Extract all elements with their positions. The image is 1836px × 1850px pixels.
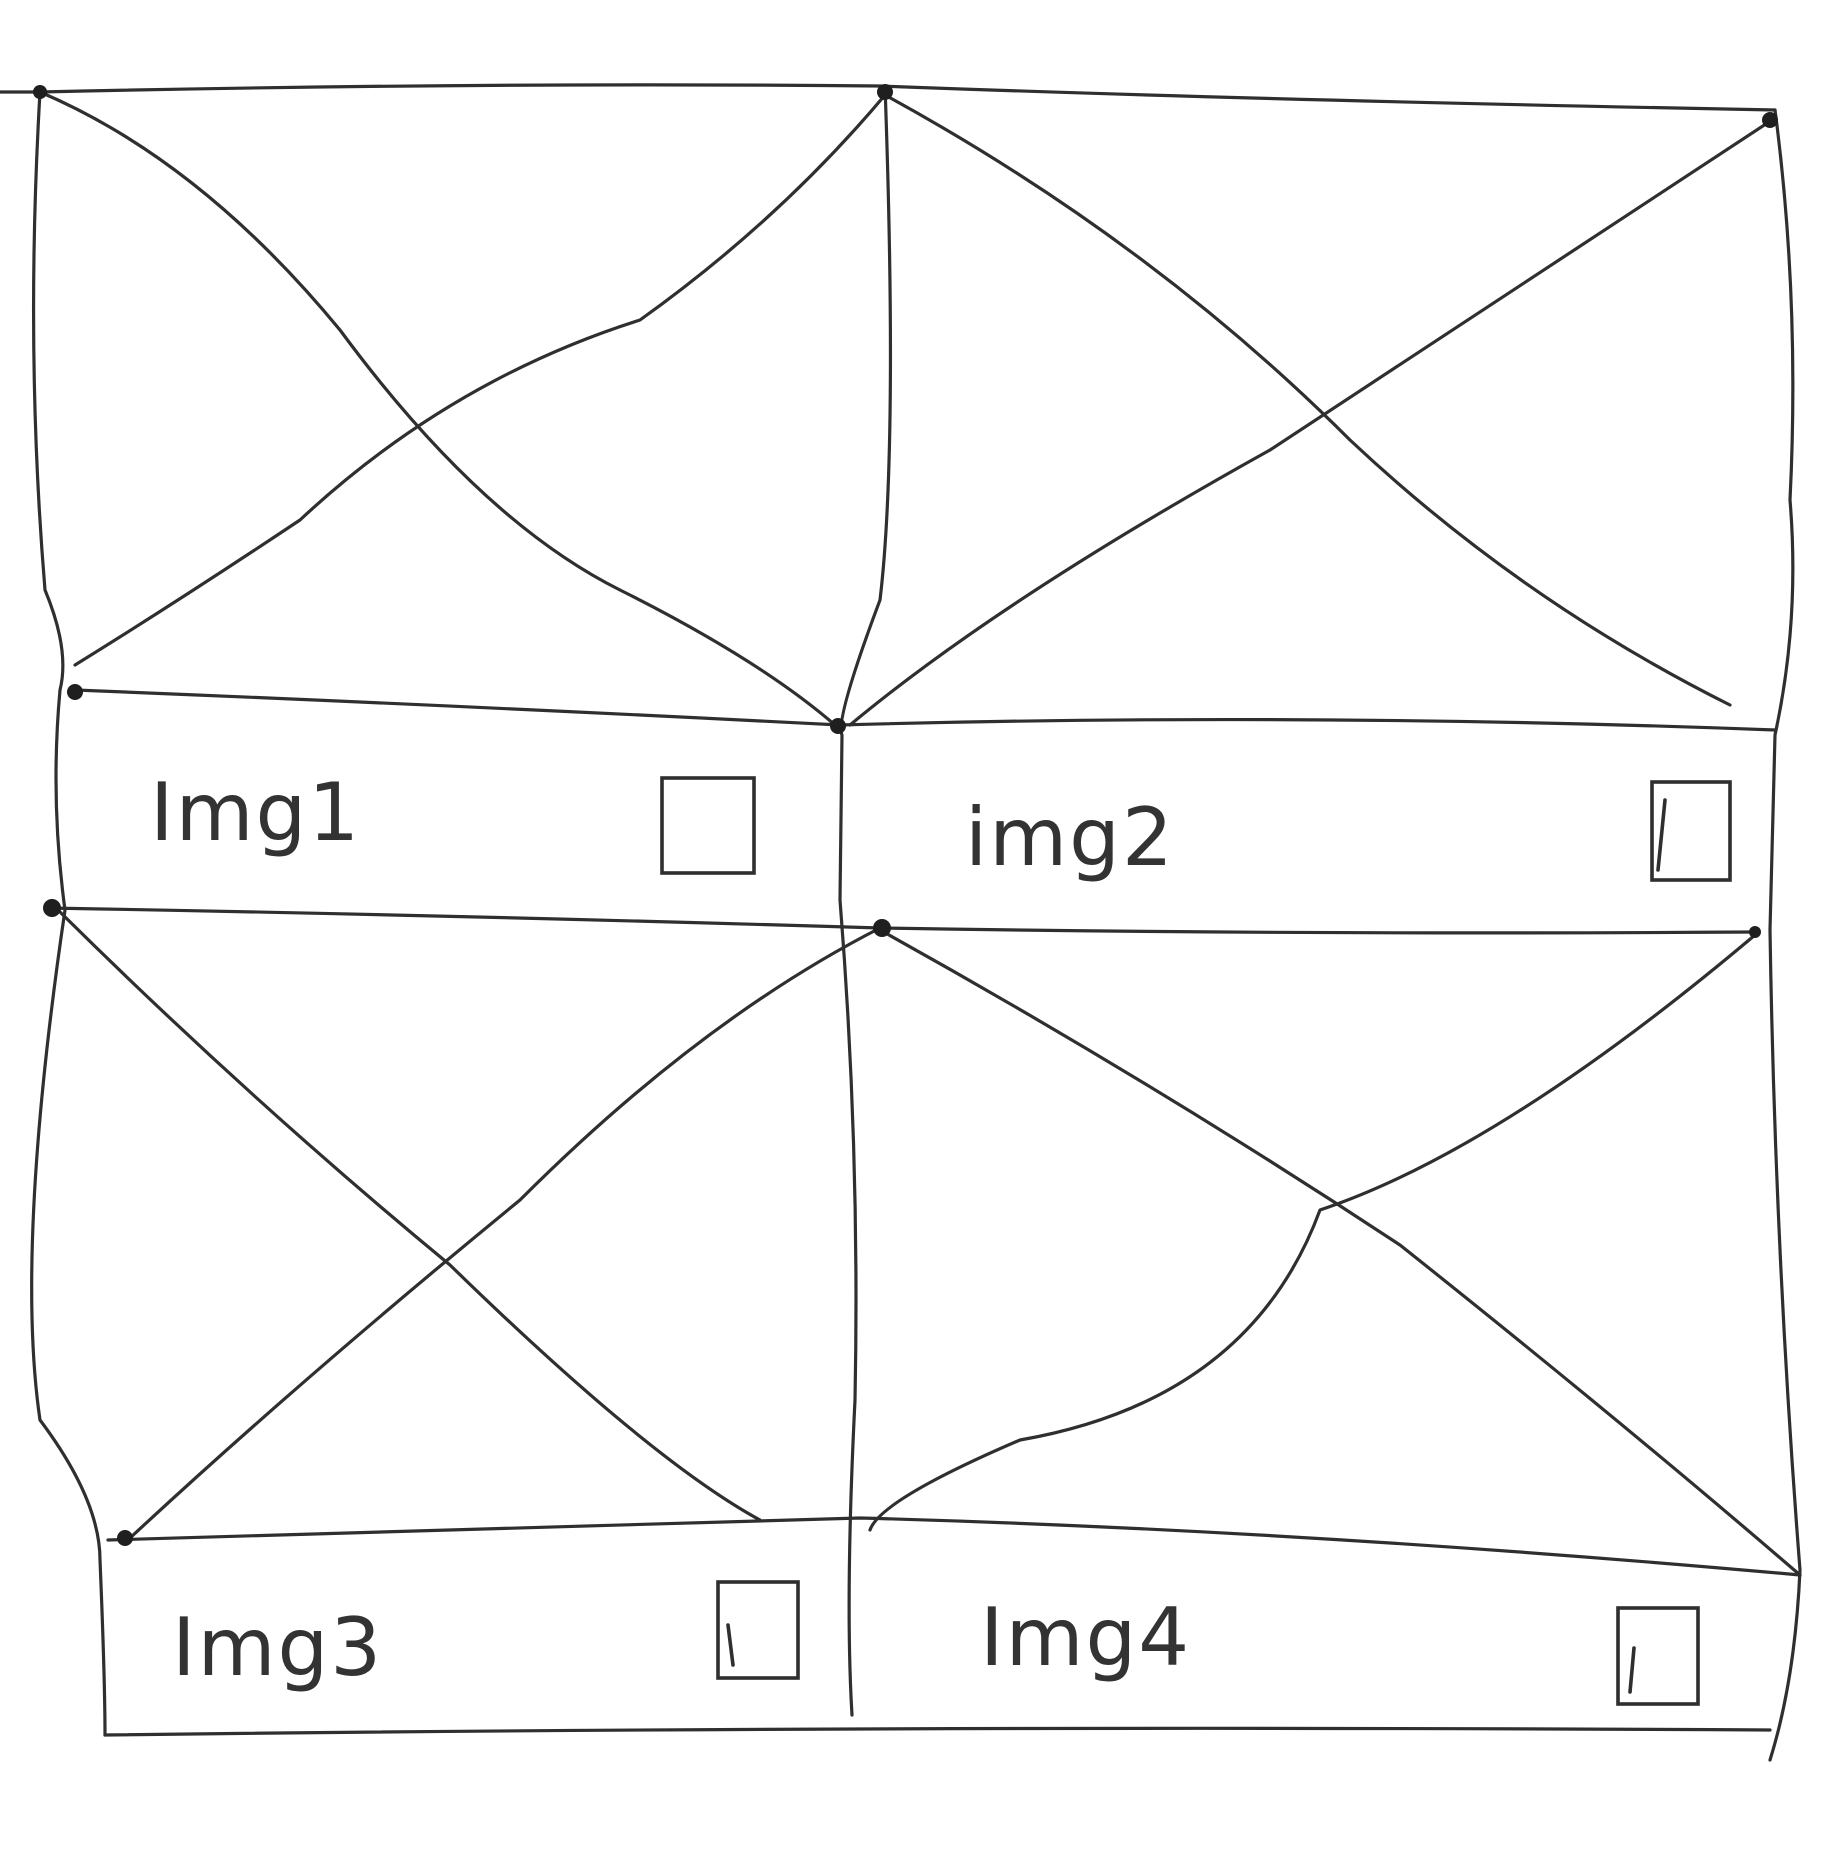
caption-3-check-mark (726, 1623, 735, 1667)
image-placeholder-4 (868, 928, 1802, 1577)
caption-3: Img3 (172, 1580, 800, 1694)
caption-1-label: Img1 (150, 766, 361, 859)
vertex-dots (33, 84, 1778, 1546)
image-placeholder-2 (848, 93, 1777, 727)
caption-3-checkbox[interactable] (716, 1580, 800, 1680)
caption-4-check-mark (1628, 1646, 1636, 1694)
caption-4-checkbox[interactable] (1616, 1606, 1700, 1706)
caption-4: Img4 (980, 1591, 1700, 1706)
caption-3-label: Img3 (172, 1601, 383, 1694)
caption-1-checkbox[interactable] (660, 776, 756, 875)
row-divider-3 (106, 1516, 1802, 1577)
row-divider-1 (73, 688, 1777, 732)
caption-2-check-mark (1656, 798, 1667, 872)
column-divider (838, 84, 893, 1717)
caption-2: img2 (965, 780, 1732, 884)
image-placeholder-1 (38, 90, 887, 727)
frame-right-edge (1768, 108, 1802, 1762)
caption-4-label: Img4 (980, 1591, 1191, 1684)
frame-bottom-edge (103, 1726, 1772, 1737)
image-placeholder-3 (58, 910, 882, 1540)
frame-left-edge (30, 90, 107, 1737)
caption-2-label: img2 (965, 791, 1175, 884)
caption-2-checkbox[interactable] (1650, 780, 1732, 882)
caption-1: Img1 (150, 766, 756, 875)
row-divider-2 (46, 906, 1757, 935)
